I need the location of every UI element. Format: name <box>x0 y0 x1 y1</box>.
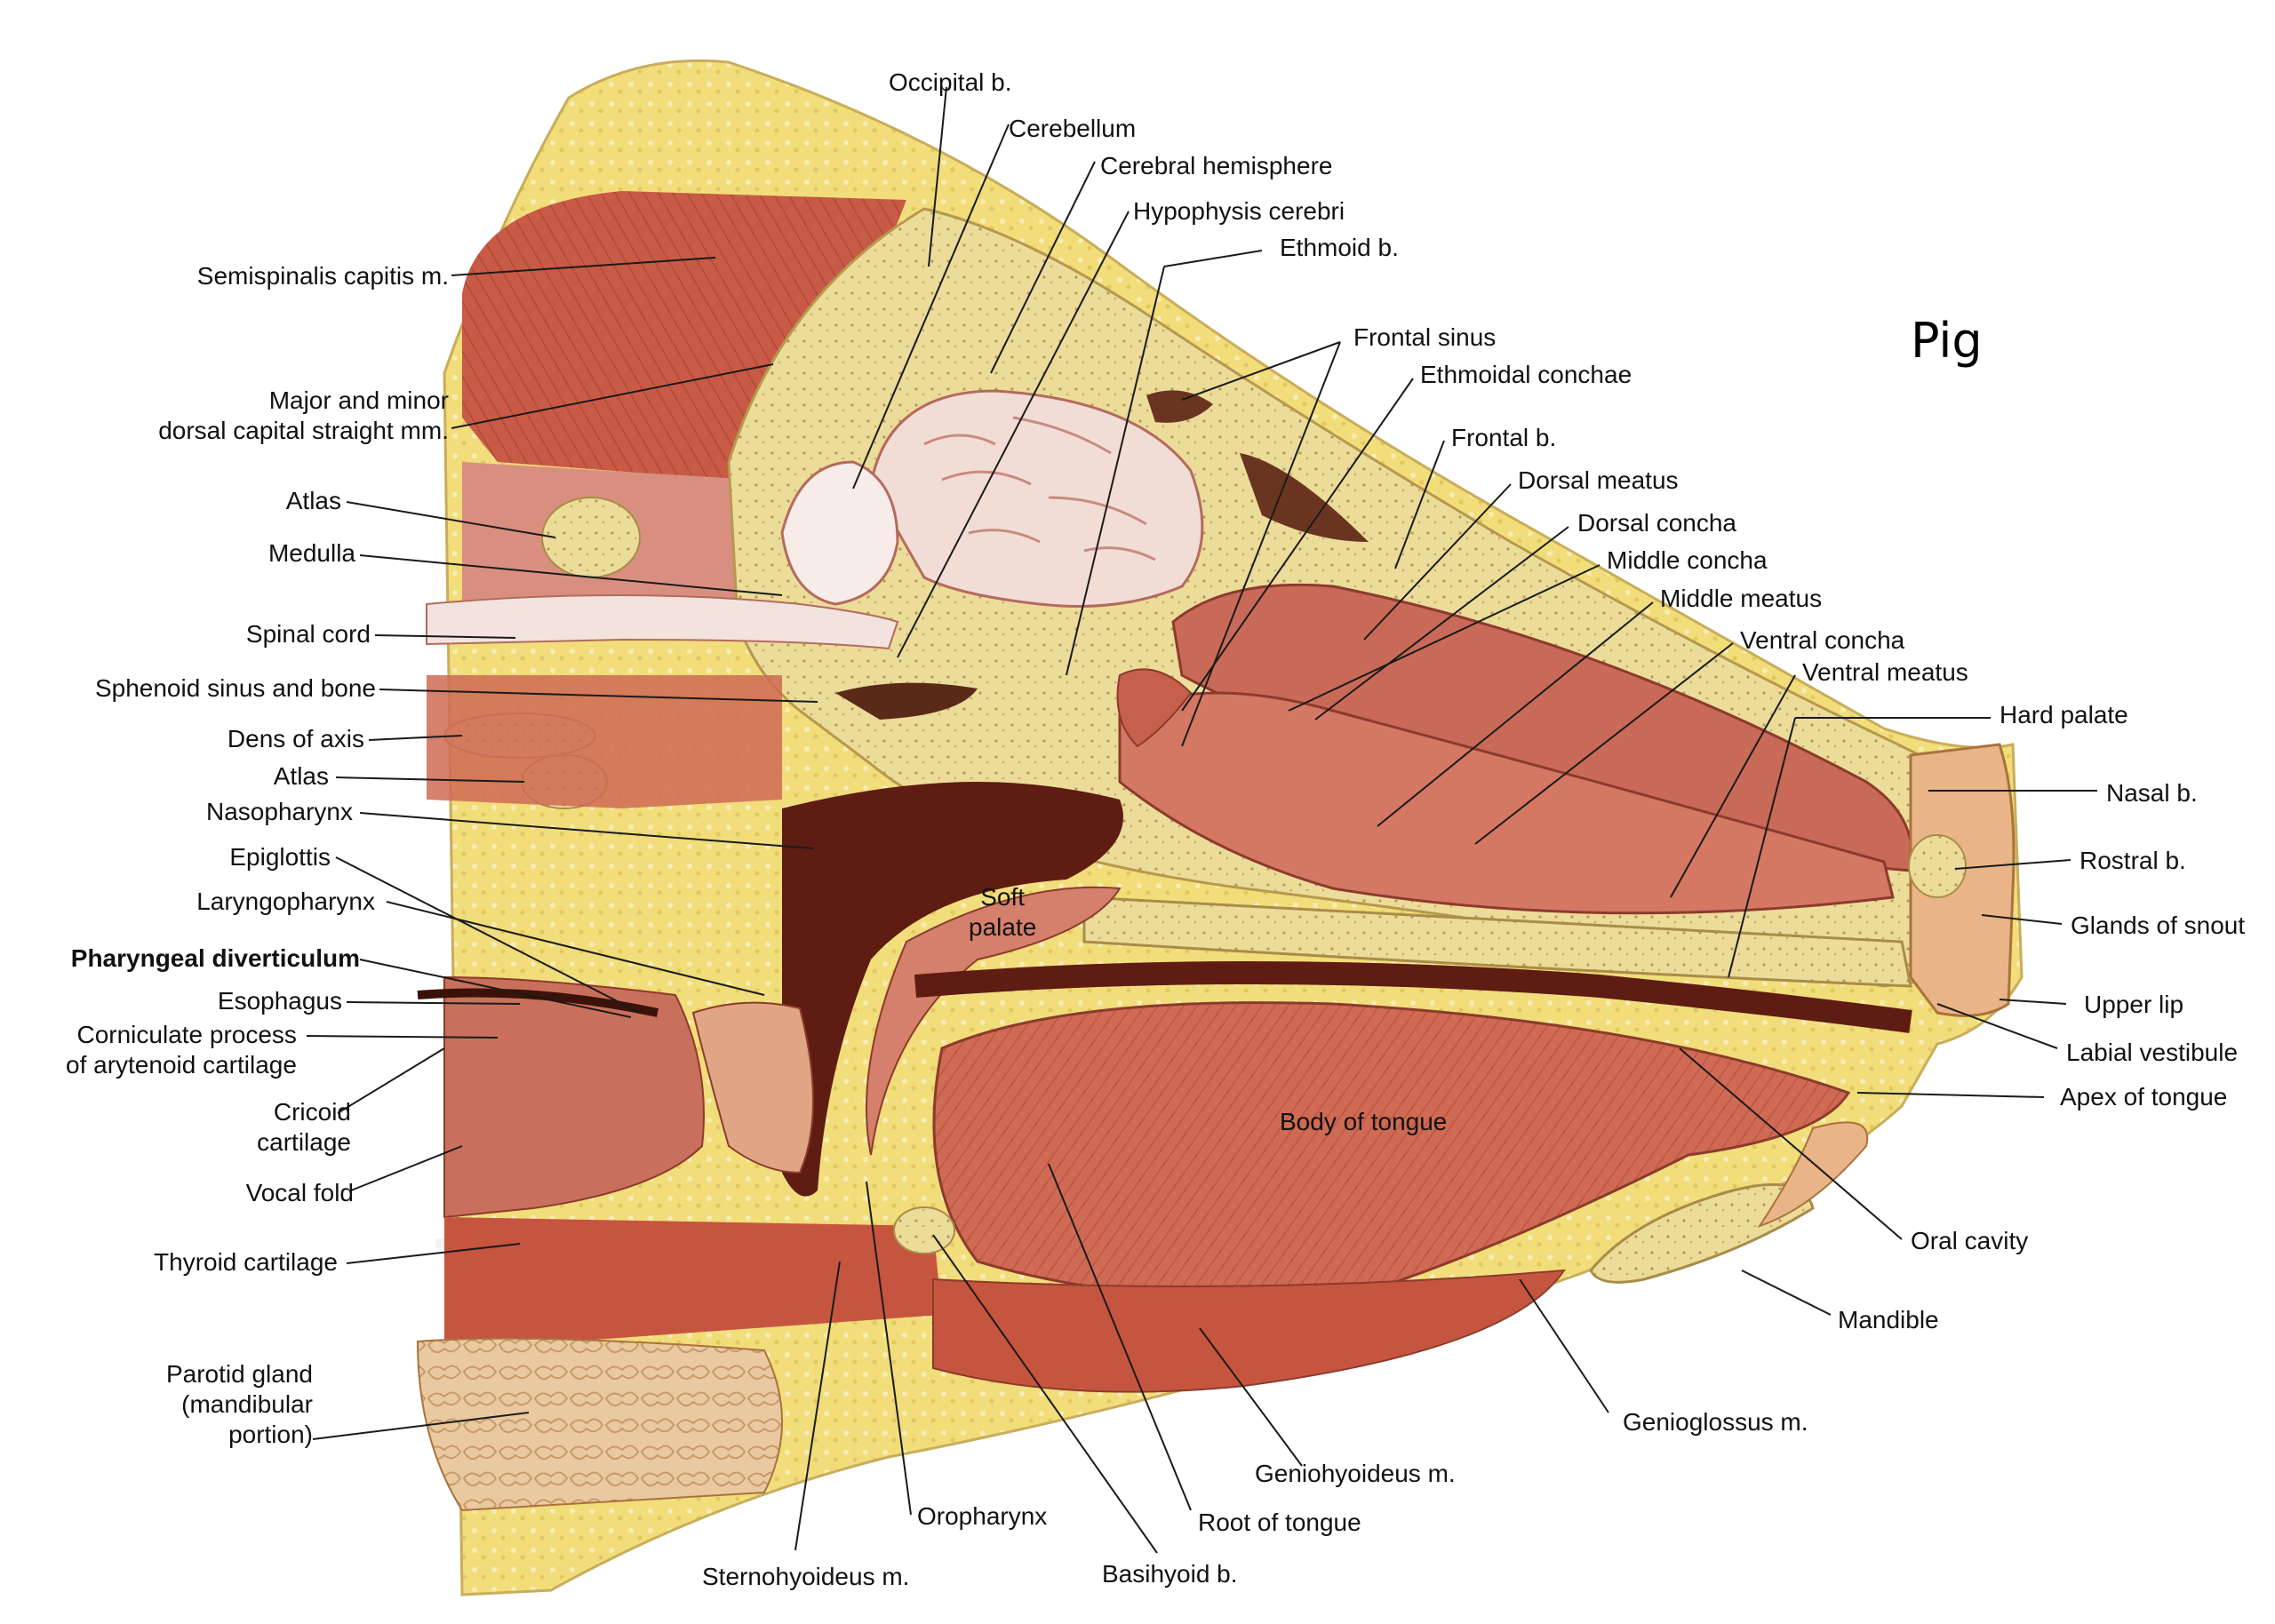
epiglottis <box>691 1001 814 1174</box>
parotid-gland <box>416 1337 783 1512</box>
label-cerebral-hemisphere: Cerebral hemisphere <box>1100 152 1333 179</box>
spinal-cord <box>426 594 899 650</box>
neck-muscle-ventral <box>427 675 782 808</box>
larynx-region <box>443 975 705 1219</box>
mandible-bone <box>1589 1182 1815 1284</box>
label-vocal-fold: Vocal fold <box>245 1179 354 1206</box>
label-geniohyoideus: Geniohyoideus m. <box>1255 1460 1456 1487</box>
label-body-of-tongue: Body of tongue <box>1280 1108 1448 1135</box>
lower-lip <box>1757 1121 1869 1228</box>
label-cricoid-cartilage: Cricoid cartilage <box>257 1098 351 1156</box>
label-oropharynx: Oropharynx <box>917 1502 1048 1530</box>
label-atlas-upper: Atlas <box>285 487 341 514</box>
label-atlas-lower: Atlas <box>273 762 329 790</box>
label-ethmoid-bone: Ethmoid b. <box>1280 234 1399 261</box>
oral-cavity-line <box>914 961 1912 1033</box>
ventral-concha <box>1118 691 1895 915</box>
label-laryngopharynx: Laryngopharynx <box>196 888 375 915</box>
label-thyroid-cartilage: Thyroid cartilage <box>154 1248 338 1276</box>
pharynx-cavity <box>782 782 1123 1197</box>
cerebral-hemisphere <box>869 389 1204 608</box>
geniohyoideus-muscle <box>932 1269 1566 1393</box>
label-spinal-cord: Spinal cord <box>245 620 371 648</box>
species-title: Pig <box>1911 313 1983 369</box>
label-rostral-bone: Rostral b. <box>2079 847 2186 874</box>
hard-palate <box>1082 896 1912 988</box>
frontal-sinus-cavity-2 <box>1240 453 1369 542</box>
label-genioglossus: Genioglossus m. <box>1623 1408 1808 1436</box>
label-dorsal-capital-straight: Major and minor dorsal capital straight … <box>158 386 449 444</box>
basihyoid-bone <box>893 1206 955 1254</box>
label-sternohyoideus: Sternohyoideus m. <box>702 1563 910 1590</box>
label-frontal-sinus: Frontal sinus <box>1353 323 1497 351</box>
label-occipital-bone: Occipital b. <box>889 68 1012 96</box>
label-corniculate-process: Corniculate process of arytenoid cartila… <box>66 1021 297 1079</box>
label-esophagus: Esophagus <box>217 987 342 1015</box>
label-upper-lip: Upper lip <box>2084 991 2184 1018</box>
label-mandible: Mandible <box>1838 1306 1939 1333</box>
label-glands-of-snout: Glands of snout <box>2071 912 2246 939</box>
ethmoidal-conchae <box>1116 668 1193 748</box>
label-labial-vestibule: Labial vestibule <box>2066 1039 2239 1066</box>
label-hypophysis-cerebri: Hypophysis cerebri <box>1133 197 1345 225</box>
label-cerebellum: Cerebellum <box>1009 115 1137 142</box>
tongue <box>932 1001 1851 1299</box>
cerebellum <box>780 460 899 606</box>
label-epiglottis: Epiglottis <box>229 843 331 871</box>
label-dorsal-meatus: Dorsal meatus <box>1518 466 1679 494</box>
label-dens-of-axis: Dens of axis <box>227 725 364 752</box>
label-oral-cavity: Oral cavity <box>1911 1227 2029 1254</box>
label-middle-meatus: Middle meatus <box>1660 585 1823 612</box>
label-nasopharynx: Nasopharynx <box>206 798 353 825</box>
frontal-sinus-cavity <box>1146 390 1213 423</box>
label-basihyoid-bone: Basihyoid b. <box>1102 1560 1238 1588</box>
label-middle-concha: Middle concha <box>1607 546 1768 574</box>
label-semispinalis-capitis: Semispinalis capitis m. <box>196 262 449 290</box>
label-hard-palate: Hard palate <box>2000 701 2128 728</box>
label-ethmoidal-conchae: Ethmoidal conchae <box>1420 361 1632 388</box>
atlas-upper-bone <box>541 497 641 578</box>
brain-folds <box>923 416 1156 561</box>
label-ventral-concha: Ventral concha <box>1740 626 1905 654</box>
sternohyoideus-muscle <box>444 1217 942 1350</box>
label-root-of-tongue: Root of tongue <box>1198 1509 1361 1536</box>
label-pharyngeal-diverticulum: Pharyngeal diverticulum <box>70 944 360 972</box>
label-nasal-bone: Nasal b. <box>2106 779 2198 807</box>
label-parotid-gland: Parotid gland (mandibular portion) <box>165 1360 313 1448</box>
label-apex-of-tongue: Apex of tongue <box>2060 1083 2228 1111</box>
sphenoid-sinus-cavity <box>835 682 978 720</box>
rostral-bone <box>1908 834 1967 898</box>
label-ventral-meatus: Ventral meatus <box>1802 658 1968 686</box>
label-dorsal-concha: Dorsal concha <box>1577 509 1736 537</box>
label-frontal-bone: Frontal b. <box>1451 424 1557 451</box>
label-sphenoid-sinus: Sphenoid sinus and bone <box>94 674 376 702</box>
label-soft-palate: Soft palate <box>969 883 1037 941</box>
soft-palate <box>866 886 1122 1156</box>
label-medulla: Medulla <box>267 539 355 567</box>
leader-lines <box>306 86 2097 1554</box>
